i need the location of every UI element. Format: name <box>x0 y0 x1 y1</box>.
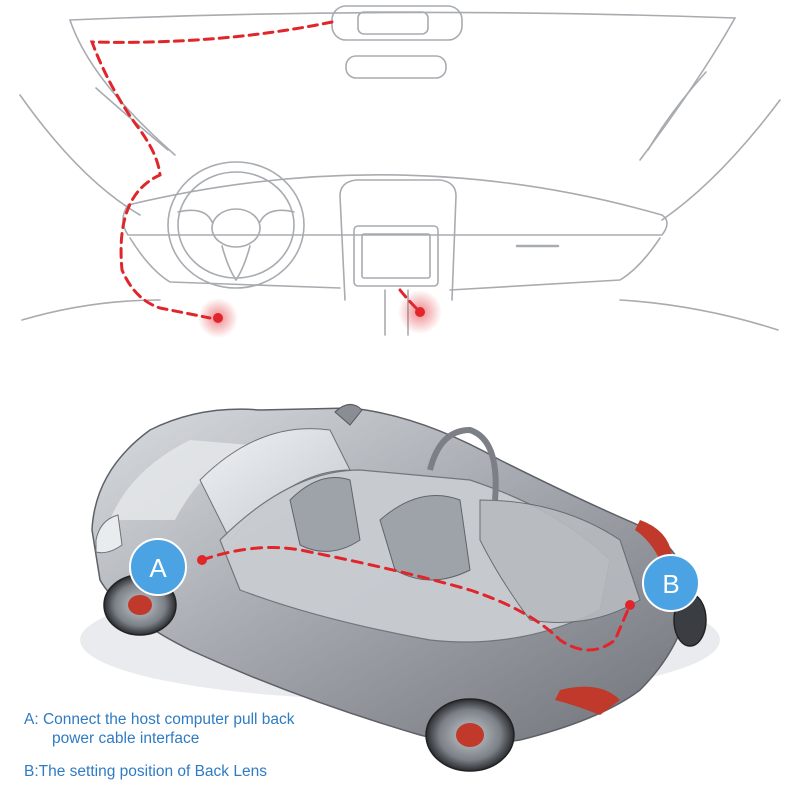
badge-b-label: B <box>662 569 679 599</box>
caption-b: B:The setting position of Back Lens <box>24 763 267 780</box>
sports-car-illustration <box>80 404 720 772</box>
badge-a-label: A <box>149 553 167 583</box>
rear-left-wheel <box>425 698 515 772</box>
center-console-outline <box>339 179 457 336</box>
car-cable-route <box>200 546 632 652</box>
point-b-marker <box>625 600 635 610</box>
badge-a: A <box>129 538 187 596</box>
interior-cable-route <box>89 20 420 320</box>
point-a-marker <box>197 555 207 565</box>
caption-a-line1: A: Connect the host computer pull back <box>24 711 295 728</box>
interior-line-drawing <box>19 5 781 336</box>
rearview-mirror-outline <box>331 5 463 41</box>
caption-a-line2: power cable interface <box>52 730 200 747</box>
caption-a: A: Connect the host computer pull back p… <box>24 710 295 748</box>
badge-b: B <box>642 554 700 612</box>
steering-wheel-outline <box>167 161 305 289</box>
interior-connection-points <box>198 290 442 338</box>
